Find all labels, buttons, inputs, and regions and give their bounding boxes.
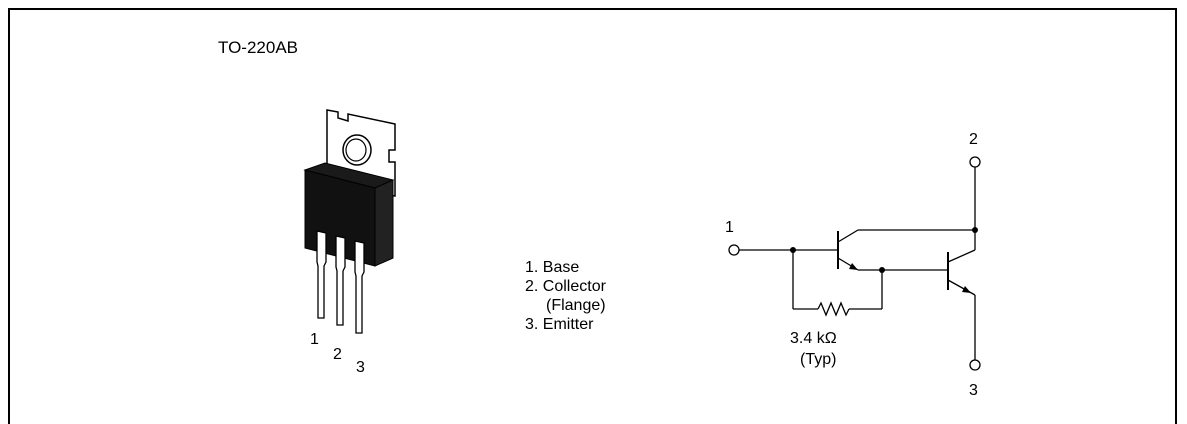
resistor — [817, 301, 850, 317]
junction-dot — [972, 227, 978, 233]
package-title: TO-220AB — [218, 38, 299, 57]
resistor-note: (Typ) — [800, 351, 836, 368]
resistor-value: 3.4 kΩ — [790, 330, 837, 347]
pin3-terminal — [969, 359, 981, 371]
junction-dot — [879, 267, 885, 273]
pin-number-2: 2 — [333, 346, 342, 363]
q1-emitter-arrow — [849, 263, 858, 270]
legend-item-base: 1. Base — [525, 259, 580, 276]
schematic-pin1-label: 1 — [725, 219, 734, 236]
pin-legend: 1. Base 2. Collector (Flange) 3. Emitter — [525, 258, 606, 334]
legend-item-collector: 2. Collector — [525, 278, 606, 295]
q2-emitter-arrow — [962, 286, 971, 293]
legend-item-emitter: 3. Emitter — [525, 316, 594, 333]
pin2-terminal — [969, 156, 981, 168]
lead-2 — [335, 235, 346, 326]
lead-3 — [354, 240, 365, 334]
figure-frame — [8, 8, 1177, 424]
schematic-pin2-label: 2 — [969, 131, 978, 148]
body-side — [374, 179, 394, 267]
leads — [316, 230, 365, 334]
lead-1 — [316, 230, 327, 319]
pin-number-3: 3 — [356, 359, 365, 376]
junction-dot — [790, 247, 796, 253]
legend-item-flange: (Flange) — [546, 297, 606, 314]
pin1-terminal — [728, 244, 740, 256]
schematic-pin3-label: 3 — [969, 382, 978, 399]
pin-number-1: 1 — [310, 331, 319, 348]
